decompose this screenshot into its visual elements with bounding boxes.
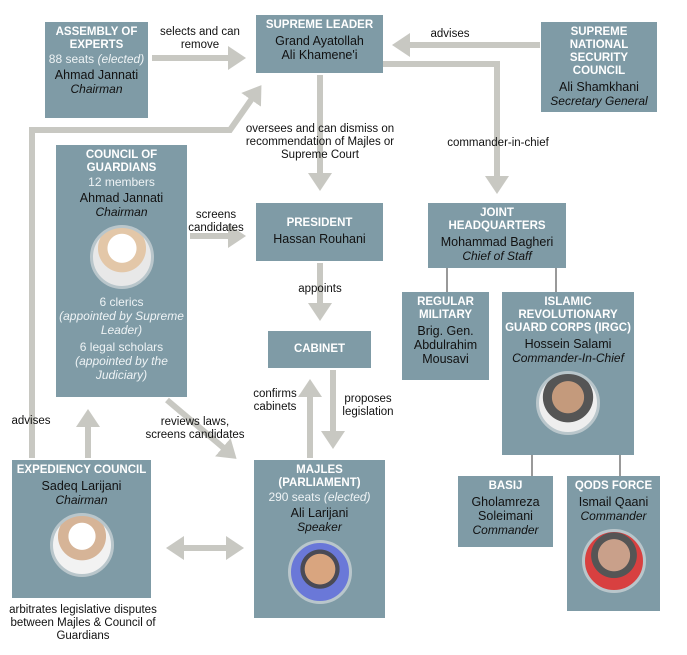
- members: 12 members: [88, 175, 155, 189]
- portrait-photo: [49, 513, 114, 577]
- label-confirms: confirms cabinets: [253, 388, 297, 413]
- org-tree-lines: [446, 268, 621, 476]
- role: Chairman: [55, 493, 108, 507]
- regular-military-box: REGULAR MILITARY Brig. Gen. Abdulrahim M…: [402, 292, 489, 380]
- assembly-of-experts-box: ASSEMBLY OF EXPERTS 88 seats (elected) A…: [45, 22, 148, 118]
- portrait-photo: [89, 225, 154, 289]
- title: ISLAMIC REVOLUTIONARY GUARD CORPS (IRGC): [505, 296, 631, 334]
- title: ASSEMBLY OF EXPERTS: [55, 26, 138, 51]
- seats: 290 seats (elected): [257, 490, 382, 504]
- name: Mohammad Bagheri: [440, 235, 554, 249]
- name: Brig. Gen. Abdulrahim Mousavi: [413, 324, 478, 366]
- title: QODS FORCE: [574, 480, 653, 492]
- snsc-box: SUPREME NATIONAL SECURITY COUNCIL Ali Sh…: [541, 22, 657, 112]
- title: PRESIDENT: [286, 217, 353, 229]
- majles-box: MAJLES (PARLIAMENT) 290 seats (elected) …: [254, 460, 385, 618]
- scholars: 6 legal scholars: [79, 340, 164, 354]
- role: Commander-In-Chief: [512, 351, 624, 365]
- label-arbitrates: arbitrates legislative disputes between …: [9, 604, 157, 642]
- arrow-leader-to-jhq: [383, 61, 509, 194]
- role: Chief of Staff: [462, 249, 532, 263]
- title: MAJLES (PARLIAMENT): [278, 464, 361, 489]
- label-advises-expediency: advises: [11, 415, 51, 427]
- label-screens: screens candidates: [188, 209, 244, 234]
- label-appoints: appoints: [298, 283, 342, 295]
- label-proposes: proposes legislation: [342, 393, 394, 418]
- label-advises-snsc: advises: [430, 28, 470, 40]
- president-box: PRESIDENT Hassan Rouhani: [256, 203, 383, 261]
- title: CABINET: [293, 343, 346, 355]
- portrait-photo: [581, 529, 646, 593]
- label-commander-in-chief: commander-in-chief: [447, 137, 549, 149]
- title: JOINT HEADQUARTERS: [448, 207, 546, 232]
- arrow-guardians-to-majles: [165, 397, 237, 459]
- portrait-photo: [536, 371, 600, 435]
- seats-note: (elected): [97, 52, 145, 66]
- clerics-note: (appointed by Supreme Leader): [59, 309, 184, 337]
- expediency-council-box: EXPEDIENCY COUNCIL Sadeq Larijani Chairm…: [12, 460, 151, 598]
- seats-count: 290 seats: [268, 490, 321, 504]
- name: Ahmad Jannati: [54, 68, 139, 82]
- name: Gholamreza Soleimani: [471, 495, 540, 523]
- title: BASIJ: [488, 480, 523, 492]
- title: EXPEDIENCY COUNCIL: [16, 464, 147, 476]
- scholars-note: (appointed by the Judiciary): [75, 354, 168, 382]
- name: Hossein Salami: [524, 337, 612, 351]
- basij-box: BASIJ Gholamreza Soleimani Commander: [458, 476, 553, 547]
- title: SUPREME LEADER: [265, 19, 374, 31]
- role: Commander: [580, 509, 647, 523]
- role: Commander: [472, 523, 539, 537]
- title: SUPREME NATIONAL SECURITY COUNCIL: [569, 26, 629, 77]
- role: Chairman: [70, 82, 123, 96]
- role: Speaker: [297, 520, 342, 534]
- name: Sadeq Larijani: [41, 479, 122, 493]
- supreme-leader-box: SUPREME LEADER Grand Ayatollah Ali Khame…: [256, 15, 383, 73]
- name-line-1: Grand Ayatollah: [275, 34, 364, 48]
- qods-force-box: QODS FORCE Ismail Qaani Commander: [567, 476, 660, 611]
- name-line-2: Ali Khamene'i: [281, 48, 358, 62]
- name: Ali Larijani: [290, 506, 349, 520]
- label-selects: selects and can remove: [160, 26, 240, 51]
- title: REGULAR MILITARY: [417, 296, 474, 321]
- clerics: 6 clerics: [99, 295, 144, 309]
- joint-headquarters-box: JOINT HEADQUARTERS Mohammad Bagheri Chie…: [428, 203, 566, 268]
- seats: 88 seats (elected): [48, 52, 145, 66]
- name: Ali Shamkhani: [559, 80, 639, 94]
- arrow-expediency-advises-leader: [29, 85, 262, 458]
- portrait-photo: [287, 540, 352, 604]
- name: Ahmad Jannati: [79, 191, 164, 205]
- label-oversees: oversees and can dismiss on recommendati…: [245, 123, 395, 161]
- cabinet-box: CABINET: [268, 331, 371, 368]
- name: Ismail Qaani: [578, 495, 649, 509]
- role: Secretary General: [550, 94, 648, 108]
- council-of-guardians-box: COUNCIL OF GUARDIANS 12 members Ahmad Ja…: [56, 145, 187, 397]
- title: COUNCIL OF GUARDIANS: [85, 149, 158, 174]
- seats-count: 88 seats: [48, 52, 95, 66]
- irgc-box: ISLAMIC REVOLUTIONARY GUARD CORPS (IRGC)…: [502, 292, 634, 455]
- seats-note: (elected): [323, 490, 371, 504]
- role: Chairman: [95, 205, 148, 219]
- name: Hassan Rouhani: [273, 232, 366, 246]
- label-reviews: reviews laws, screens candidates: [145, 416, 245, 441]
